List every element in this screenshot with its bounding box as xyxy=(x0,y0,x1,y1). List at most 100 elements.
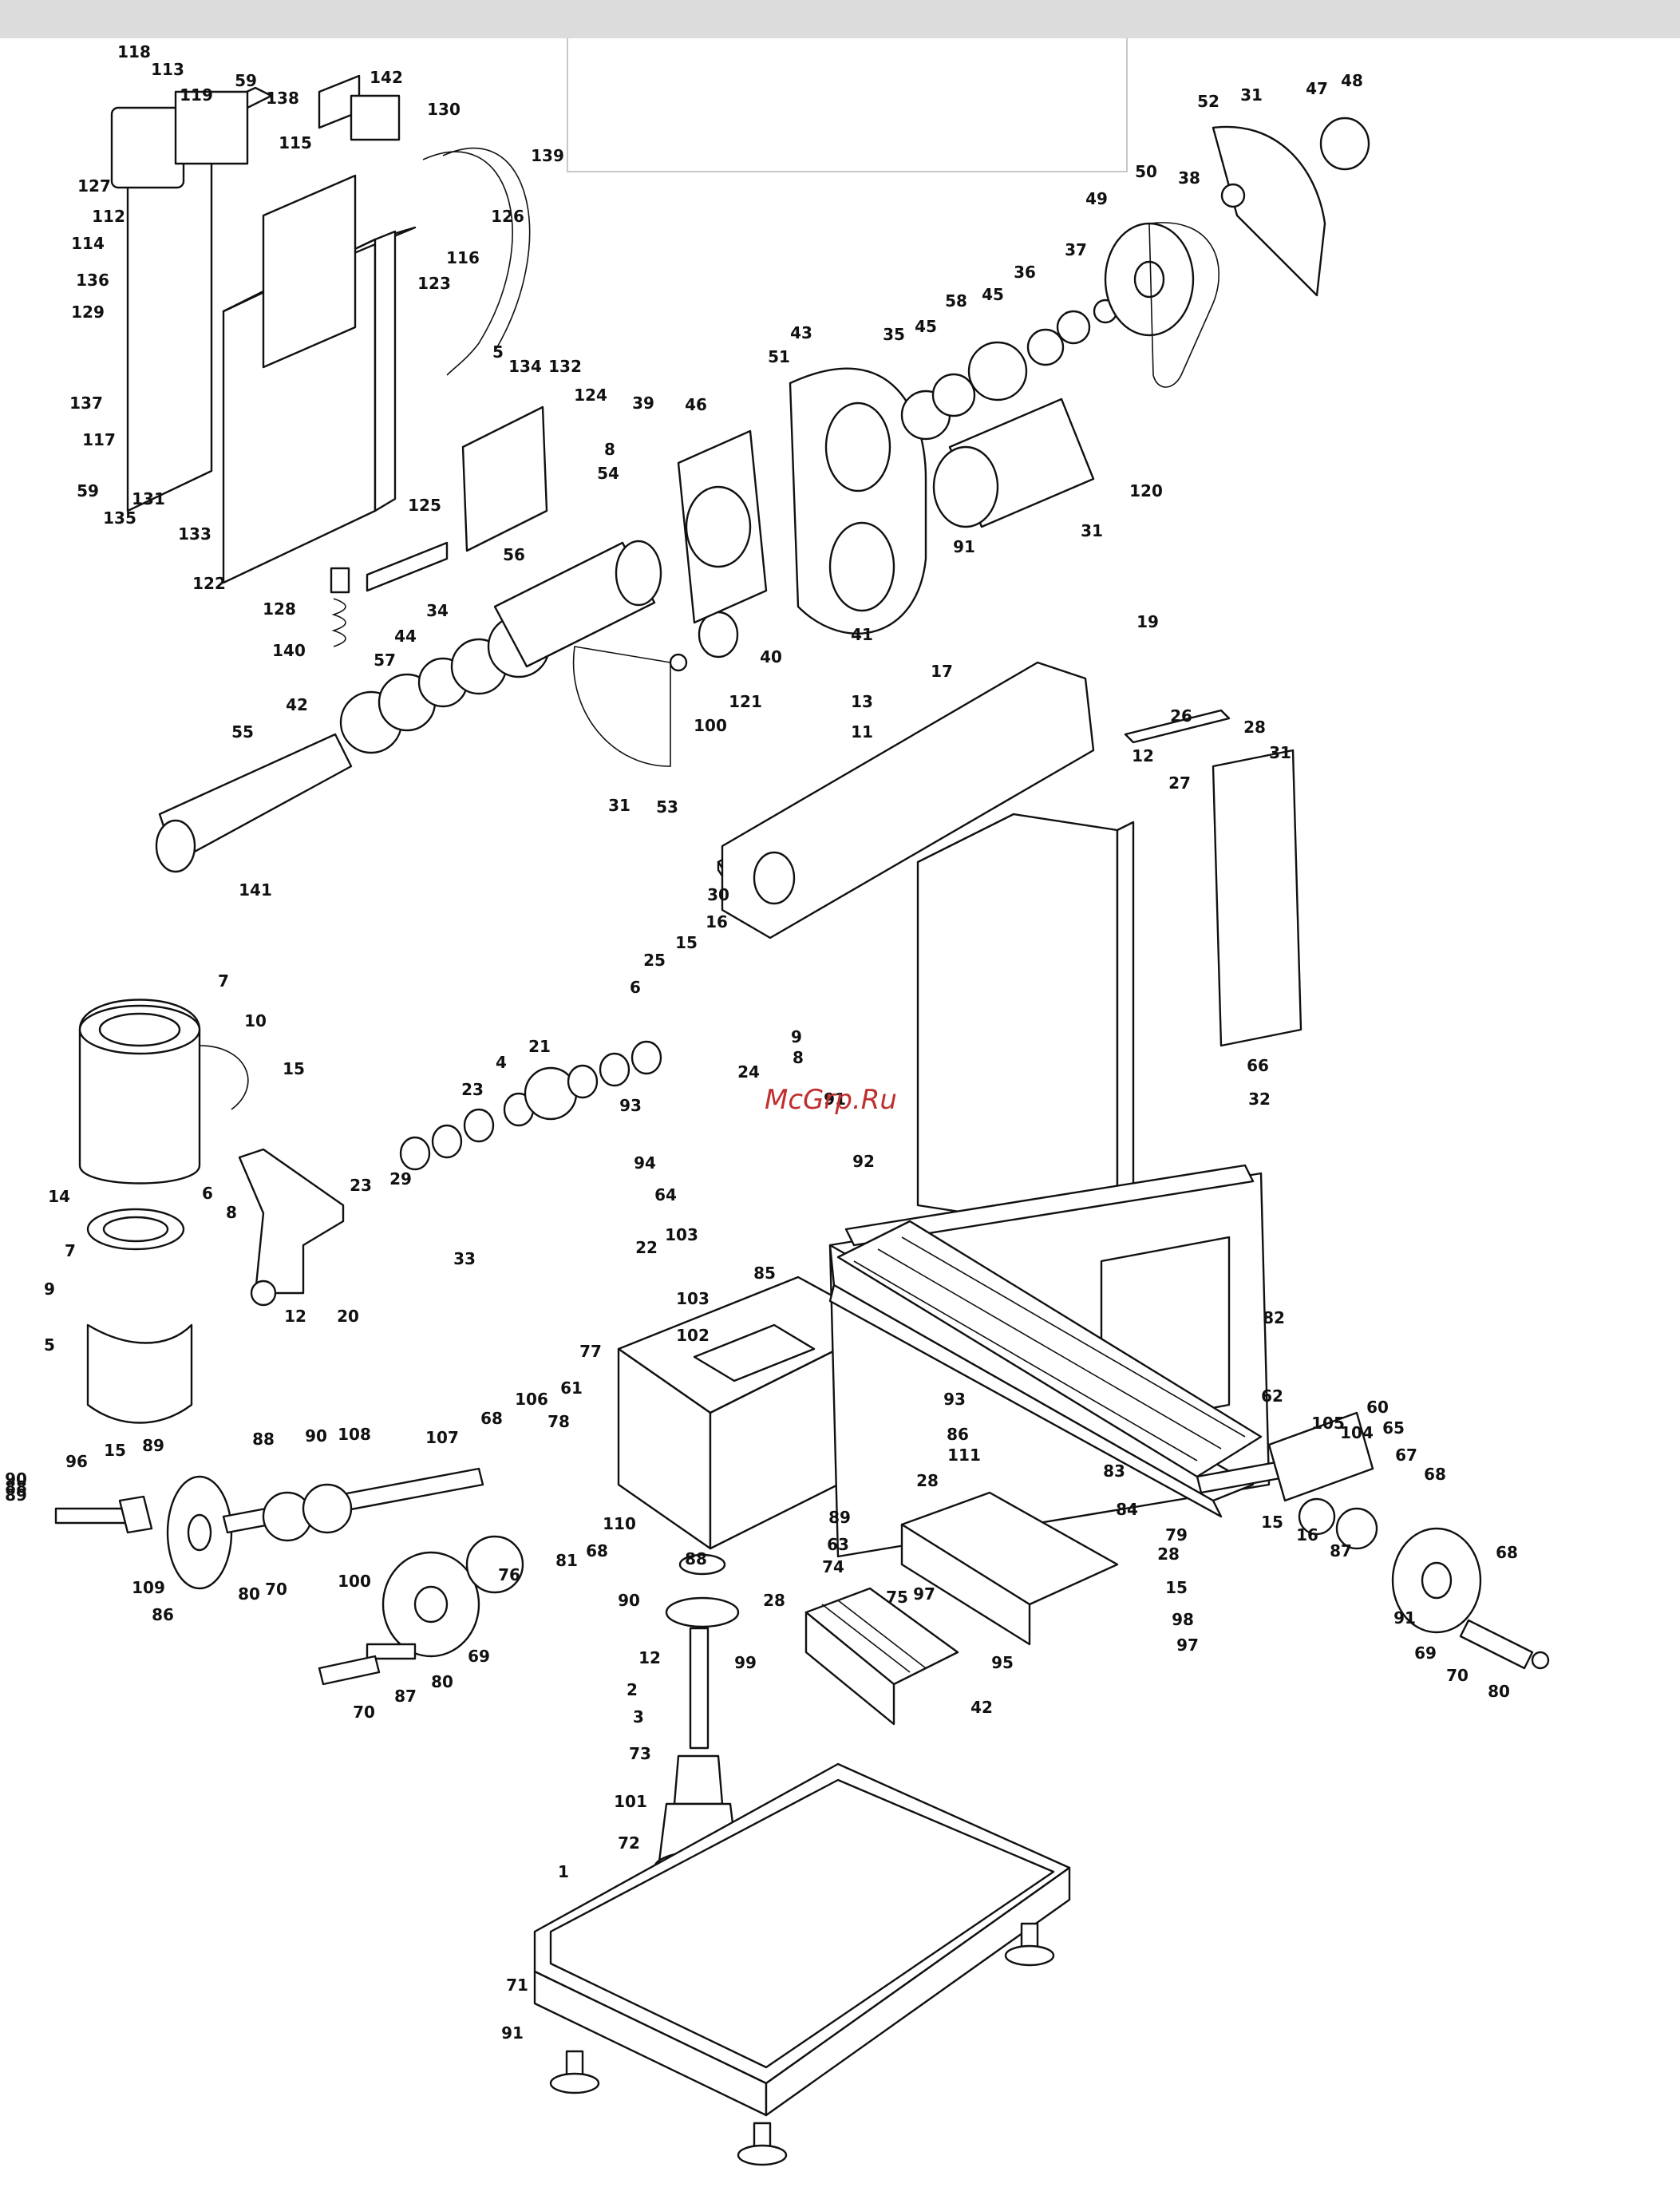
part-number-label: 124 xyxy=(574,386,607,405)
part-number-label: 116 xyxy=(446,248,480,267)
part-number-label: 10 xyxy=(244,1011,267,1030)
part-number-label: 56 xyxy=(503,545,525,564)
part-number-label: 94 xyxy=(634,1153,656,1173)
part-number-label: 111 xyxy=(947,1446,981,1465)
part-number-label: 109 xyxy=(132,1578,165,1597)
part-number-label: 84 xyxy=(1116,1500,1138,1519)
handwheels-leadscrews xyxy=(54,1411,1550,1686)
part-number-label: 137 xyxy=(69,394,103,413)
part-number-label: 135 xyxy=(103,508,136,528)
part-number-label: 90 xyxy=(618,1591,640,1610)
part-number-label: 45 xyxy=(982,285,1004,304)
part-number-label: 49 xyxy=(1085,189,1108,208)
part-number-label: 92 xyxy=(852,1152,875,1171)
part-number-label: 44 xyxy=(394,627,417,646)
part-number-label: 70 xyxy=(1446,1666,1469,1685)
part-number-label: 89 xyxy=(142,1436,164,1455)
part-number-label: 98 xyxy=(1172,1610,1194,1629)
part-number-label: 64 xyxy=(654,1185,677,1204)
part-number-label: 132 xyxy=(548,357,582,376)
part-number-label: 60 xyxy=(1366,1398,1389,1417)
part-number-label: 97 xyxy=(1176,1635,1199,1655)
head-assembly xyxy=(677,117,1370,635)
part-number-label: 81 xyxy=(555,1551,578,1570)
part-number-label: 78 xyxy=(547,1412,570,1431)
part-number-label: 55 xyxy=(231,722,254,742)
part-number-label: 95 xyxy=(991,1653,1014,1672)
part-number-label: 23 xyxy=(350,1176,372,1195)
part-number-label: 61 xyxy=(560,1378,583,1398)
part-number-label: 90 xyxy=(5,1469,27,1489)
part-number-label: 74 xyxy=(822,1557,844,1576)
part-number-label: 80 xyxy=(1488,1682,1510,1701)
part-number-label: 15 xyxy=(1165,1578,1188,1597)
part-number-label: 105 xyxy=(1311,1414,1345,1433)
part-number-label: 140 xyxy=(272,641,306,660)
part-number-label: 4 xyxy=(496,1053,507,1072)
part-number-label: 17 xyxy=(931,662,953,681)
part-number-label: 40 xyxy=(760,647,782,666)
part-number-label: 68 xyxy=(586,1541,608,1560)
part-number-label: 23 xyxy=(461,1080,484,1099)
part-number-label: 87 xyxy=(394,1687,417,1706)
part-number-label: 59 xyxy=(235,71,257,90)
part-number-label: 32 xyxy=(1248,1090,1271,1109)
part-number-label: 47 xyxy=(1306,79,1328,98)
part-number-label: 100 xyxy=(694,716,727,735)
part-number-label: 48 xyxy=(1341,71,1363,90)
part-number-label: 15 xyxy=(675,933,698,952)
part-number-label: 28 xyxy=(763,1591,785,1610)
part-number-label: 88 xyxy=(5,1477,27,1497)
part-number-label: 5 xyxy=(44,1335,55,1355)
part-number-label: 106 xyxy=(515,1390,548,1409)
part-number-label: 120 xyxy=(1129,481,1163,500)
part-number-label: 96 xyxy=(65,1452,88,1471)
part-number-label: 31 xyxy=(1081,521,1103,540)
part-number-label: 11 xyxy=(851,722,873,742)
part-number-label: 21 xyxy=(528,1037,551,1056)
part-number-label: 31 xyxy=(1240,85,1263,105)
part-number-label: 6 xyxy=(202,1184,213,1203)
part-number-label: 5 xyxy=(492,342,504,362)
part-number-label: 16 xyxy=(706,912,728,931)
part-number-label: 110 xyxy=(603,1514,636,1533)
part-number-label: 1 xyxy=(558,1862,569,1881)
part-number-label: 51 xyxy=(768,347,790,366)
part-number-label: 13 xyxy=(851,692,873,711)
part-number-label: 99 xyxy=(734,1653,757,1672)
part-number-label: 121 xyxy=(729,692,762,711)
part-number-label: 100 xyxy=(338,1572,371,1591)
part-number-label: 8 xyxy=(226,1203,237,1222)
part-number-label: 15 xyxy=(1261,1513,1283,1532)
part-number-label: 37 xyxy=(1065,240,1087,259)
part-number-label: 67 xyxy=(1395,1446,1417,1465)
part-number-label: 42 xyxy=(286,695,308,714)
control-box-assembly xyxy=(110,74,548,647)
part-number-label: 53 xyxy=(656,797,678,817)
part-number-label: 86 xyxy=(152,1605,174,1624)
part-number-label: 70 xyxy=(353,1703,375,1722)
part-number-label: 119 xyxy=(180,85,213,105)
part-number-label: 134 xyxy=(508,357,542,376)
part-number-label: 103 xyxy=(665,1225,698,1244)
part-number-label: 83 xyxy=(1103,1461,1125,1481)
part-number-label: 36 xyxy=(1014,263,1036,282)
part-number-label: 65 xyxy=(1382,1418,1405,1438)
part-number-label: 130 xyxy=(427,100,461,119)
blank-panel xyxy=(567,38,1128,172)
part-number-label: 22 xyxy=(635,1238,658,1257)
part-number-label: 112 xyxy=(92,207,125,226)
part-number-label: 127 xyxy=(77,176,111,196)
part-number-label: 52 xyxy=(1197,92,1219,111)
watermark-text: McGrp.Ru xyxy=(765,1084,897,1116)
spindle-assembly xyxy=(155,540,739,873)
part-number-label: 39 xyxy=(632,394,654,413)
part-number-label: 76 xyxy=(498,1565,520,1584)
part-number-label: 9 xyxy=(44,1279,55,1299)
top-bar xyxy=(0,0,1680,38)
part-number-label: 34 xyxy=(426,601,449,620)
part-number-label: 93 xyxy=(619,1096,642,1115)
part-number-label: 12 xyxy=(284,1307,306,1326)
part-number-label: 57 xyxy=(374,651,396,670)
